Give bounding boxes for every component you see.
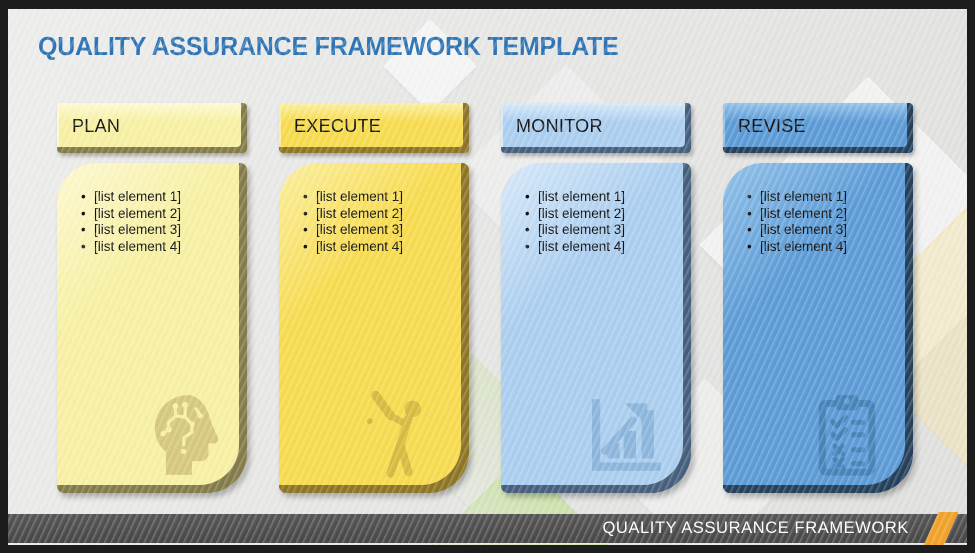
list-item[interactable]: [list element 1] — [525, 189, 681, 206]
list-item[interactable]: [list element 1] — [81, 189, 237, 206]
list-item[interactable]: [list element 1] — [303, 189, 459, 206]
column-body-plan[interactable]: [list element 1] [list element 2] [list … — [57, 163, 247, 493]
column-header-label: REVISE — [738, 115, 806, 136]
list-item[interactable]: [list element 3] — [525, 222, 681, 239]
bar-chart-arrow-icon — [581, 391, 669, 479]
column-header-label: PLAN — [72, 115, 121, 136]
placeholder-list: [list element 1] [list element 2] [list … — [723, 163, 913, 255]
placeholder-list: [list element 1] [list element 2] [list … — [57, 163, 247, 255]
list-item[interactable]: [list element 2] — [747, 206, 903, 223]
list-item[interactable]: [list element 4] — [303, 239, 459, 256]
list-item[interactable]: [list element 2] — [525, 206, 681, 223]
list-item[interactable]: [list element 3] — [81, 222, 237, 239]
clipboard-checklist-icon — [803, 391, 891, 479]
footer-bar: QUALITY ASSURANCE FRAMEWORK — [8, 512, 967, 545]
list-item[interactable]: [list element 2] — [81, 206, 237, 223]
list-item[interactable]: [list element 2] — [303, 206, 459, 223]
list-item[interactable]: [list element 3] — [747, 222, 903, 239]
column-header-label: EXECUTE — [294, 115, 382, 136]
column-body-revise[interactable]: [list element 1] [list element 2] [list … — [723, 163, 913, 493]
list-item[interactable]: [list element 4] — [747, 239, 903, 256]
list-item[interactable]: [list element 1] — [747, 189, 903, 206]
list-item[interactable]: [list element 4] — [81, 239, 237, 256]
page-title[interactable]: QUALITY ASSURANCE FRAMEWORK TEMPLATE — [38, 31, 619, 61]
column-body-monitor[interactable]: [list element 1] [list element 2] [list … — [501, 163, 691, 493]
footer-label: QUALITY ASSURANCE FRAMEWORK — [602, 519, 909, 537]
footer-accent-stripe — [923, 512, 959, 545]
list-item[interactable]: [list element 3] — [303, 222, 459, 239]
slide-canvas: QUALITY ASSURANCE FRAMEWORK TEMPLATE PLA… — [8, 9, 967, 545]
ai-head-icon — [137, 391, 225, 479]
list-item[interactable]: [list element 4] — [525, 239, 681, 256]
column-header-label: MONITOR — [516, 115, 603, 136]
column-header-revise[interactable]: REVISE — [723, 103, 913, 153]
placeholder-list: [list element 1] [list element 2] [list … — [279, 163, 469, 255]
column-header-execute[interactable]: EXECUTE — [279, 103, 469, 153]
batter-icon — [359, 391, 447, 479]
column-header-plan[interactable]: PLAN — [57, 103, 247, 153]
column-body-execute[interactable]: [list element 1] [list element 2] [list … — [279, 163, 469, 493]
placeholder-list: [list element 1] [list element 2] [list … — [501, 163, 691, 255]
column-header-monitor[interactable]: MONITOR — [501, 103, 691, 153]
